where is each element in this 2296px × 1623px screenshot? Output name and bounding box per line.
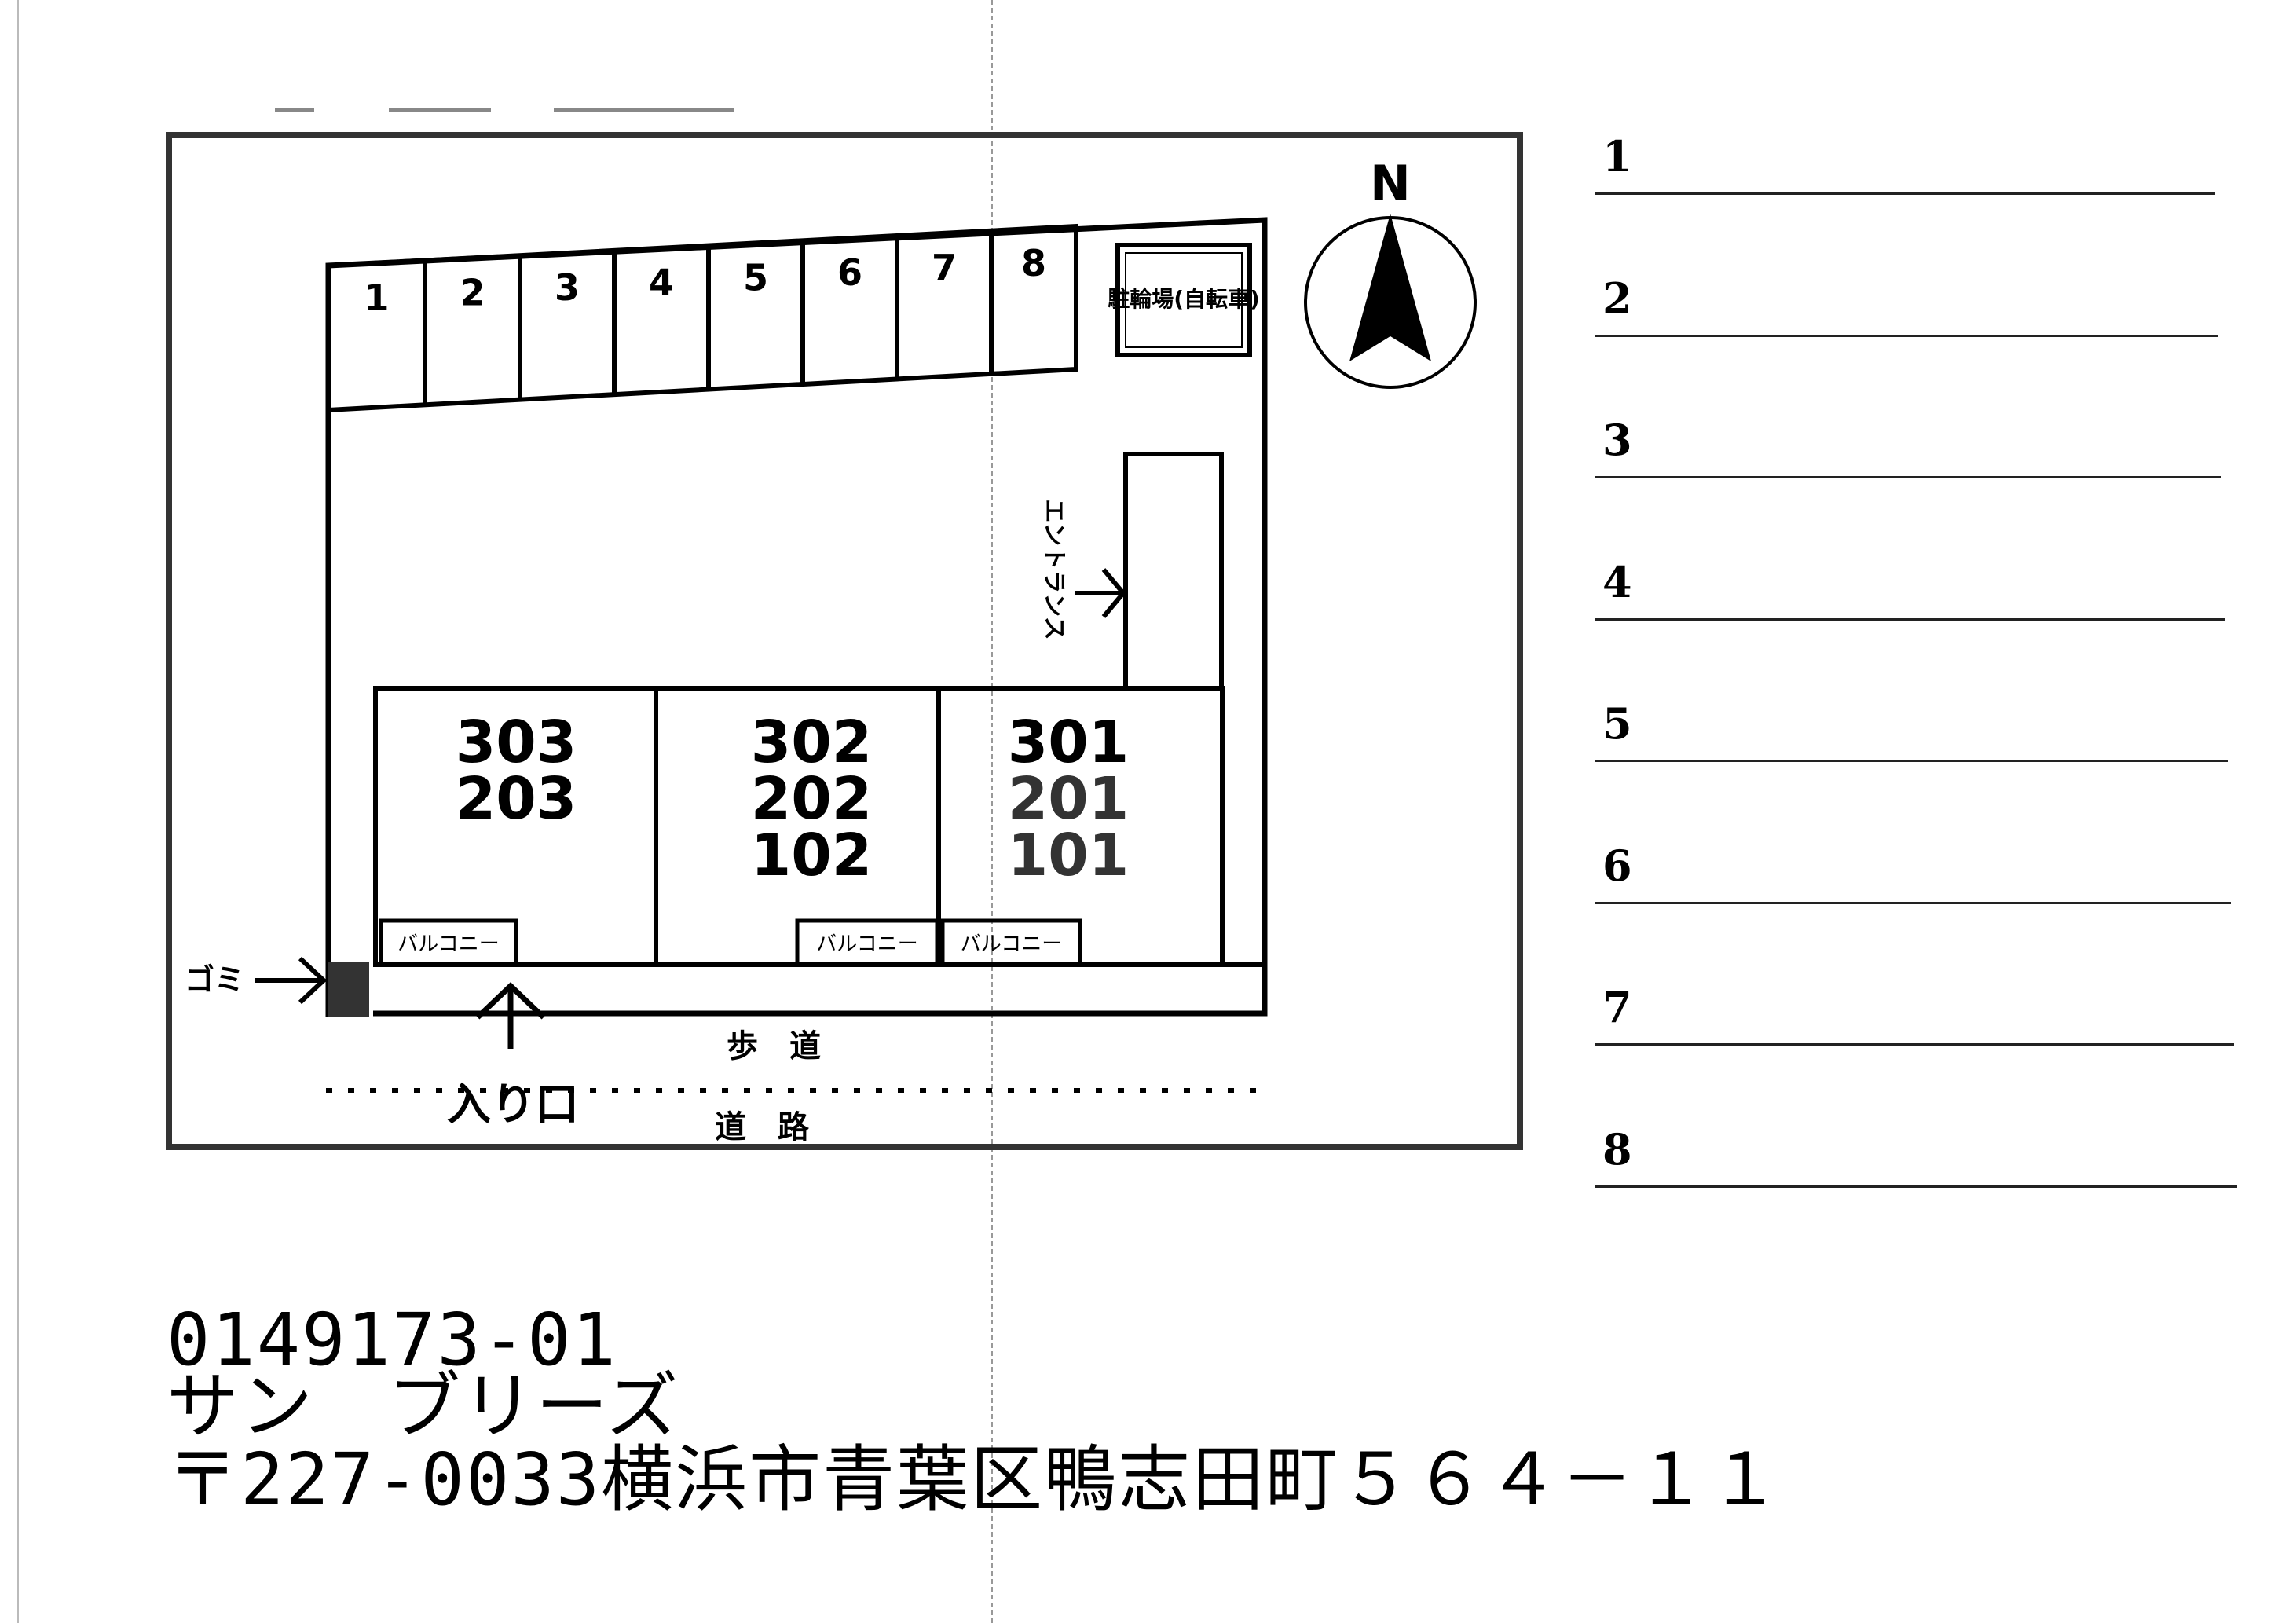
balcony-label: バルコニー — [961, 932, 1062, 956]
blank-number-5: 5 — [1602, 698, 1632, 749]
parking-stall-1: 1 — [364, 277, 389, 319]
parking-stall-7: 7 — [932, 247, 957, 289]
blank-number-1: 1 — [1602, 131, 1632, 181]
blank-line-7 — [1595, 1043, 2234, 1046]
bicycle-label: 駐輪場(自転車) — [1108, 286, 1260, 312]
parking-stall-3: 3 — [555, 266, 580, 309]
parking-stall-5: 5 — [743, 256, 768, 299]
paper-edge — [17, 0, 19, 1623]
unit-number-202: 202 — [751, 765, 872, 833]
unit-number-301: 301 — [1008, 709, 1129, 776]
blank-line-5 — [1595, 760, 2228, 762]
blank-number-7: 7 — [1602, 982, 1632, 1032]
blank-number-6: 6 — [1602, 840, 1632, 891]
entry-arrow-icon — [475, 982, 546, 1049]
parking-stall-6: 6 — [837, 251, 862, 294]
blank-line-8 — [1595, 1185, 2237, 1188]
unit-number-101: 101 — [1008, 822, 1129, 889]
unit-number-303: 303 — [456, 709, 577, 776]
garbage-area — [328, 962, 369, 1017]
sidewalk-label: 歩 道 — [727, 1028, 821, 1064]
entrance-arrow-icon — [1075, 568, 1126, 618]
bicycle-parking — [1115, 243, 1252, 357]
balcony-label: バルコニー — [816, 932, 917, 956]
property-boundary — [325, 217, 1268, 1017]
scan-artifact — [389, 108, 491, 112]
road-label: 道 路 — [715, 1109, 810, 1145]
scan-artifact — [275, 108, 314, 112]
map-frame — [166, 132, 1523, 1150]
parking-lot: 1 2 3 4 5 6 7 8 — [326, 223, 1078, 413]
blank-number-3: 3 — [1602, 415, 1632, 465]
unit-number-102: 102 — [751, 822, 872, 889]
parking-stall-4: 4 — [649, 262, 674, 304]
unit-number-203: 203 — [456, 765, 577, 833]
property-name: サン ブリーズ — [167, 1365, 680, 1449]
blank-line-2 — [1595, 334, 2218, 337]
fold-line — [991, 0, 993, 1623]
entrance-label: エントランス — [1040, 499, 1067, 639]
parking-stall-8: 8 — [1021, 242, 1046, 284]
entrance-strip — [1123, 452, 1224, 691]
garbage-label: ゴミ — [185, 962, 244, 997]
garbage-arrow-icon — [255, 956, 328, 1005]
scan-artifact — [554, 108, 734, 112]
blank-line-6 — [1595, 901, 2231, 904]
property-address: 〒227-0033横浜市青葉区鴨志田町５６４－１１ — [167, 1438, 1783, 1522]
north-arrow-icon — [1349, 214, 1431, 361]
gate-label: 入り口 — [447, 1079, 579, 1130]
balcony-label: バルコニー — [397, 932, 499, 956]
blank-line-4 — [1595, 617, 2225, 621]
property-code: 0149173-01 — [167, 1298, 617, 1382]
blank-number-2: 2 — [1602, 273, 1632, 324]
unit-number-302: 302 — [751, 709, 872, 776]
blank-line-3 — [1595, 476, 2221, 478]
bicycle-parking-inner — [1125, 252, 1243, 348]
parking-stall-2: 2 — [460, 271, 485, 313]
blank-number-8: 8 — [1602, 1123, 1632, 1174]
blank-line-1 — [1595, 192, 2215, 195]
blank-number-4: 4 — [1602, 556, 1632, 607]
north-label: N — [1370, 155, 1411, 212]
unit-number-201: 201 — [1008, 765, 1129, 833]
